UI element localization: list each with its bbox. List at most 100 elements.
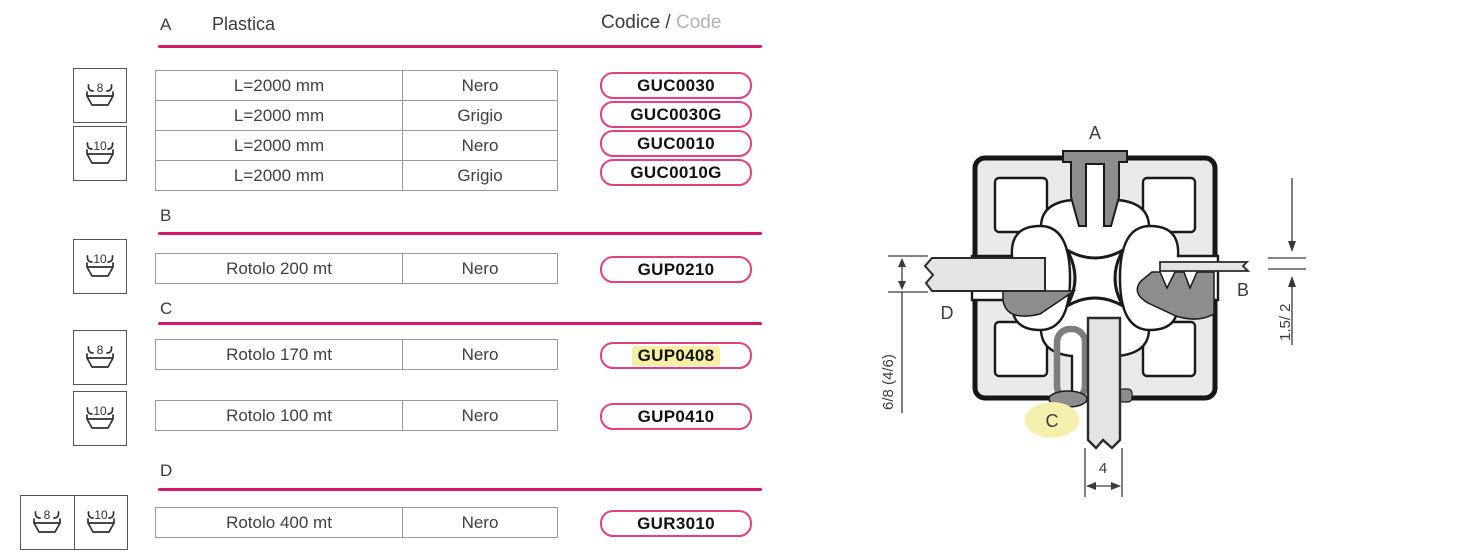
code-pill: GUP0410 bbox=[600, 403, 752, 430]
color-cell: Nero bbox=[461, 344, 499, 364]
code-value: GUC0010 bbox=[637, 133, 715, 153]
code-pill: GUC0030G bbox=[600, 101, 752, 128]
section-a-table: L=2000 mm Nero L=2000 mm Grigio L=2000 m… bbox=[155, 70, 558, 191]
corner-cavity bbox=[993, 176, 1049, 234]
length-cell: Rotolo 400 mt bbox=[156, 508, 403, 537]
code-value: GUP0210 bbox=[637, 259, 715, 279]
diagram-label-d: D bbox=[941, 303, 954, 323]
diagram-label-b: B bbox=[1237, 280, 1249, 300]
page-title: Plastica bbox=[212, 14, 276, 34]
code-pill: GUC0010 bbox=[600, 130, 752, 157]
code-pill: GUC0010G bbox=[600, 159, 752, 186]
table-row: L=2000 mm Grigio bbox=[156, 160, 557, 190]
groove-10-icon: 10 bbox=[86, 508, 115, 533]
slot-size-8-box: 8 bbox=[73, 330, 127, 385]
code-value: GUC0030G bbox=[630, 104, 722, 124]
section-c-table-row1: Rotolo 170 mt Nero bbox=[155, 339, 558, 370]
table-row: Rotolo 200 mt Nero bbox=[156, 254, 557, 283]
table-row: Rotolo 170 mt Nero bbox=[156, 340, 557, 369]
color-cell: Nero bbox=[461, 258, 499, 278]
length-cell: L=2000 mm bbox=[156, 131, 403, 160]
slot-size-10-box: 10 bbox=[73, 126, 127, 181]
code-column-header: Codice / Code bbox=[601, 12, 761, 34]
diagram-label-a: A bbox=[1089, 123, 1101, 143]
dim-left-label: 6/8 (4/6) bbox=[880, 354, 897, 410]
groove-10-icon: 10 bbox=[86, 139, 114, 164]
section-b-table: Rotolo 200 mt Nero bbox=[155, 253, 558, 284]
slot-size-10-cell: 10 bbox=[73, 496, 128, 549]
section-b-divider bbox=[158, 232, 762, 235]
color-cell: Nero bbox=[461, 512, 499, 532]
length-cell: Rotolo 170 mt bbox=[156, 340, 403, 369]
panel-d bbox=[923, 257, 1046, 292]
slot-size-10-box: 10 bbox=[73, 239, 127, 294]
color-cell: Grigio bbox=[457, 105, 503, 125]
length-cell: L=2000 mm bbox=[156, 101, 403, 130]
color-cell: Nero bbox=[461, 405, 499, 425]
corner-cavity bbox=[1141, 176, 1197, 234]
code-pill: GUP0408 bbox=[600, 342, 752, 369]
color-cell: Nero bbox=[461, 135, 499, 155]
dim-arrow bbox=[1288, 276, 1296, 287]
groove-size-label: 8 bbox=[97, 343, 104, 357]
table-row: L=2000 mm Grigio bbox=[156, 100, 557, 130]
section-d-divider bbox=[158, 488, 762, 491]
code-value: GUC0010G bbox=[630, 162, 722, 182]
groove-size-label: 8 bbox=[44, 508, 51, 522]
groove-size-label: 10 bbox=[93, 252, 107, 266]
groove-size-label: 10 bbox=[93, 139, 107, 153]
dim-arrow bbox=[1111, 482, 1121, 490]
groove-size-label: 10 bbox=[93, 404, 107, 418]
dim-arrow bbox=[1086, 482, 1096, 490]
dim-arrow bbox=[1288, 241, 1296, 252]
section-b-label: B bbox=[160, 206, 172, 225]
profile-cross-section-diagram: 1.5/ 2 6/8 (4/6) 4 A B D C bbox=[880, 123, 1306, 497]
code-pill: GUR3010 bbox=[600, 510, 752, 537]
label-c-highlight bbox=[1025, 402, 1079, 438]
table-row: L=2000 mm Nero bbox=[156, 130, 557, 160]
slot-size-8-10-box: 8 10 bbox=[20, 495, 128, 550]
code-value-highlighted: GUP0408 bbox=[631, 345, 721, 366]
length-cell: L=2000 mm bbox=[156, 71, 403, 100]
code-header-secondary: Code bbox=[675, 12, 722, 33]
diagram-label-c: C bbox=[1046, 411, 1059, 431]
groove-size-label: 8 bbox=[97, 81, 104, 95]
slot-size-8-cell: 8 bbox=[21, 496, 74, 549]
groove-8-icon: 8 bbox=[33, 508, 62, 533]
table-row: Rotolo 400 mt Nero bbox=[156, 508, 557, 537]
code-header-primary: Codice / bbox=[601, 12, 676, 33]
groove-8-icon: 8 bbox=[86, 343, 114, 368]
section-d-label: D bbox=[160, 461, 173, 480]
panel-b bbox=[1159, 261, 1251, 272]
length-cell: Rotolo 100 mt bbox=[156, 401, 403, 430]
groove-8-icon: 8 bbox=[86, 81, 114, 106]
code-pill: GUP0210 bbox=[600, 256, 752, 283]
section-c-table-row2: Rotolo 100 mt Nero bbox=[155, 400, 558, 431]
groove-10-icon: 10 bbox=[86, 252, 114, 277]
section-c-divider bbox=[158, 322, 762, 325]
t-slot-right bbox=[1118, 224, 1220, 332]
gasket-d bbox=[1002, 290, 1077, 317]
cover-a bbox=[1062, 150, 1128, 227]
slot-size-10-box: 10 bbox=[73, 391, 127, 446]
code-value: GUP0410 bbox=[637, 406, 715, 426]
code-pill: GUC0030 bbox=[600, 72, 752, 99]
central-bore bbox=[1065, 248, 1125, 308]
section-a-divider bbox=[158, 45, 762, 48]
dim-right-label: 1.5/ 2 bbox=[1277, 303, 1294, 341]
length-cell: Rotolo 200 mt bbox=[156, 254, 403, 283]
table-row: L=2000 mm Nero bbox=[156, 71, 557, 100]
table-row: Rotolo 100 mt Nero bbox=[156, 401, 557, 430]
section-a-label: A bbox=[160, 15, 172, 34]
color-cell: Nero bbox=[461, 75, 499, 95]
code-value: GUR3010 bbox=[637, 513, 715, 533]
code-value: GUC0030 bbox=[637, 75, 715, 95]
section-c-label: C bbox=[160, 299, 173, 318]
slot-size-8-box: 8 bbox=[73, 68, 127, 123]
panel-c bbox=[1086, 316, 1122, 450]
groove-10-icon: 10 bbox=[86, 404, 114, 429]
section-d-table: Rotolo 400 mt Nero bbox=[155, 507, 558, 538]
color-cell: Grigio bbox=[457, 165, 503, 185]
dim-bottom-label: 4 bbox=[1099, 460, 1107, 477]
